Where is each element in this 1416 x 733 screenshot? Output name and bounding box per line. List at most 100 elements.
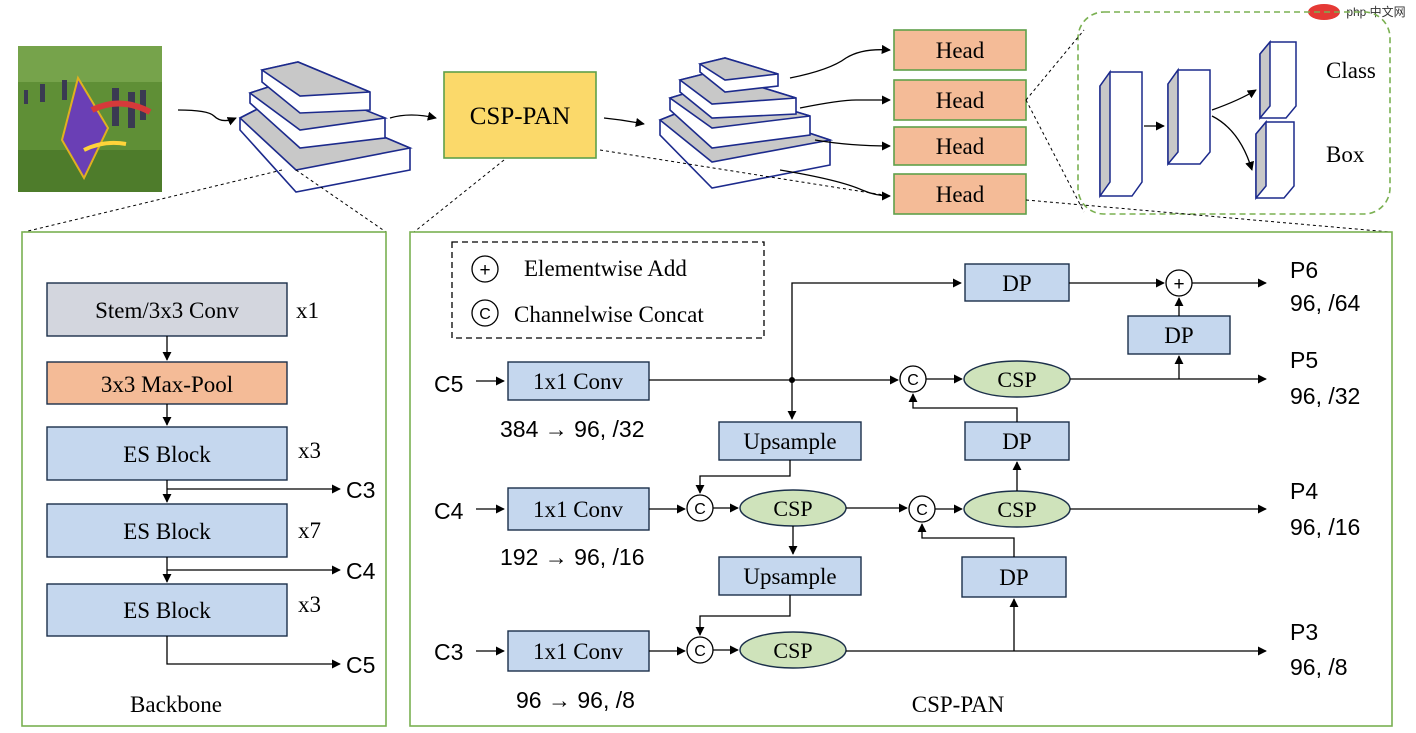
person-icon (24, 80, 146, 128)
conv-c5: 1x1 Conv (507, 361, 650, 401)
backbone-es-block-2: ES Block x7 (46, 503, 321, 558)
conv-c3: 1x1 Conv (507, 630, 650, 672)
svg-text:+: + (1173, 274, 1184, 295)
concat-c4: C (686, 494, 714, 522)
svg-text:ES Block: ES Block (123, 598, 211, 623)
output-p6-desc: 96, /64 (1290, 290, 1361, 316)
svg-text:C: C (694, 643, 706, 660)
svg-text:Head: Head (936, 182, 985, 207)
svg-text:ES Block: ES Block (123, 519, 211, 544)
output-p4-desc: 96, /16 (1290, 514, 1360, 540)
dp-p6: DP (964, 263, 1070, 302)
legend-add-icon (471, 255, 499, 283)
conv-c3-note: 96 → 96, /8 (516, 687, 635, 713)
input-c5: C5 (434, 371, 463, 397)
csp-pan-neck-box (443, 71, 597, 159)
svg-text:Upsample: Upsample (743, 429, 836, 454)
svg-text:php 中文网: php 中文网 (1346, 4, 1405, 19)
legend-concat-icon (471, 299, 499, 327)
top-connectors (177, 44, 891, 201)
add-p6: + (1165, 269, 1193, 297)
backbone-block-maxpool: 3x3 Max-Pool (46, 361, 288, 405)
concat-p5: C (899, 365, 927, 393)
conv-c4-note: 192 → 96, /16 (500, 544, 645, 570)
conv-c4: 1x1 Conv (507, 487, 650, 531)
csp-p4: CSP (963, 490, 1071, 528)
svg-text:CSP: CSP (997, 497, 1036, 522)
svg-text:C: C (694, 501, 706, 518)
concat-p4: C (908, 495, 936, 523)
svg-text:Head: Head (936, 88, 985, 113)
svg-text:CSP: CSP (773, 496, 812, 521)
upsample-bottom: Upsample (718, 556, 862, 596)
output-p5-desc: 96, /32 (1290, 383, 1360, 409)
csp-c4-top-down: CSP (739, 489, 847, 527)
backbone-es-block-3: ES Block x3 (46, 583, 321, 637)
svg-text:Head: Head (936, 134, 985, 159)
input-c3: C3 (434, 639, 463, 665)
svg-text:C: C (479, 306, 491, 323)
head-detail-layers (1099, 39, 1297, 201)
backbone-connectors (162, 336, 341, 669)
svg-text:1x1 Conv: 1x1 Conv (533, 639, 624, 664)
svg-text:1x1 Conv: 1x1 Conv (533, 497, 624, 522)
backbone-pyramid-icon (238, 61, 413, 193)
backbone-title: Backbone (130, 692, 222, 717)
svg-text:DP: DP (1002, 429, 1031, 454)
dp-p6-from-p5: DP (1127, 315, 1231, 355)
svg-text:DP: DP (1164, 323, 1193, 348)
box-output-label: Box (1326, 142, 1365, 167)
svg-text:C: C (907, 372, 919, 389)
zoom-lines (23, 29, 1391, 233)
svg-text:Elementwise Add: Elementwise Add (524, 256, 687, 281)
svg-text:x3: x3 (298, 592, 321, 617)
output-p6-name: P6 (1290, 257, 1318, 283)
csp-p5: CSP (963, 360, 1071, 398)
csp-pan-title: CSP-PAN (912, 692, 1005, 717)
neck-pyramid-icon (658, 57, 834, 189)
backbone-panel (21, 231, 387, 727)
backbone-output-c4: C4 (346, 558, 376, 584)
csp-pan-neck-label: CSP-PAN (470, 103, 571, 130)
dp-p4-to-p5: DP (964, 421, 1070, 461)
head-2: Head (893, 126, 1027, 166)
upsample-top: Upsample (718, 421, 862, 461)
legend: + Elementwise Add C Channelwise Concat (451, 241, 765, 339)
head-0: Head (893, 29, 1027, 71)
svg-text:CSP: CSP (997, 367, 1036, 392)
csp-pan-panel (409, 231, 1393, 727)
head-1: Head (893, 79, 1027, 121)
svg-text:+: + (479, 260, 490, 281)
svg-text:x1: x1 (296, 298, 319, 323)
conv-c5-note: 384 → 96, /32 (500, 416, 645, 442)
svg-text:Head: Head (936, 38, 985, 63)
svg-text:Stem/3x3 Conv: Stem/3x3 Conv (95, 298, 239, 323)
svg-text:CSP: CSP (773, 638, 812, 663)
output-p4-name: P4 (1290, 478, 1318, 504)
svg-text:x3: x3 (298, 438, 321, 463)
csp-pan-connectors (476, 278, 1267, 656)
svg-text:3x3 Max-Pool: 3x3 Max-Pool (101, 372, 233, 397)
csp-p3: CSP (739, 631, 847, 669)
svg-text:C: C (916, 502, 928, 519)
svg-text:1x1 Conv: 1x1 Conv (533, 369, 624, 394)
output-p3-desc: 96, /8 (1290, 654, 1348, 680)
svg-text:x7: x7 (298, 518, 321, 543)
svg-text:ES Block: ES Block (123, 442, 211, 467)
backbone-es-block-1: ES Block x3 (46, 426, 321, 481)
output-p5-name: P5 (1290, 347, 1318, 373)
input-image (18, 46, 162, 192)
output-p3-name: P3 (1290, 619, 1318, 645)
input-c4: C4 (434, 498, 464, 524)
head-detail-panel (1077, 11, 1391, 215)
backbone-output-c3: C3 (346, 477, 375, 503)
kite-icon (60, 75, 110, 181)
svg-text:Upsample: Upsample (743, 564, 836, 589)
svg-text:Channelwise Concat: Channelwise Concat (514, 302, 704, 327)
backbone-block-stem: Stem/3x3 Conv x1 (46, 282, 319, 337)
backbone-output-c5: C5 (346, 652, 375, 678)
svg-text:DP: DP (1002, 271, 1031, 296)
class-output-label: Class (1326, 58, 1376, 83)
concat-c3: C (686, 636, 714, 664)
